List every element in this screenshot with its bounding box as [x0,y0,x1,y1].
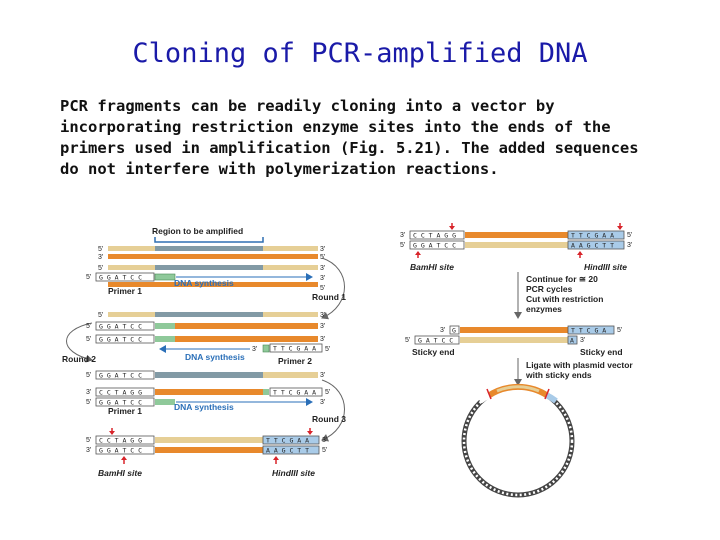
primer1-tail [95,272,155,282]
sticky-end-label-right: Sticky end [580,347,623,357]
region-bracket [154,237,264,243]
plasmid-vector [461,383,575,498]
svg-text:5': 5' [617,327,622,334]
svg-text:5': 5' [400,242,405,249]
slide-body-text: PCR fragments can be readily cloning int… [60,97,639,178]
svg-text:3': 3' [98,254,103,261]
round2-label: Round 2 [62,354,96,364]
svg-text:G G A T C C: G G A T C C [99,323,142,331]
svg-text:A: A [570,337,574,345]
svg-text:5': 5' [98,312,103,319]
svg-text:5': 5' [86,274,91,281]
dna-synthesis-label-2: DNA synthesis [185,352,245,362]
right-bamhi-label: BamHI site [410,262,454,272]
svg-text:3': 3' [320,336,325,343]
hindiii-site-label: HindIII site [272,468,315,478]
svg-text:T T C G A A: T T C G A A [273,345,316,353]
svg-text:3': 3' [400,232,405,239]
svg-text:3': 3' [320,312,325,319]
svg-text:5': 5' [627,232,632,239]
left-panel: Region to be amplified 5' 3' 3' 5' 5' 3'… [62,226,346,478]
round3-group: 3' C C T A G G T T C G A A 5' 5' G G A T… [86,379,346,442]
svg-text:5': 5' [405,337,410,344]
svg-text:3': 3' [580,337,585,344]
step1-text: Continue for ≅ 20 PCR cycles Cut with re… [526,274,606,314]
svg-text:C C T A G G: C C T A G G [99,389,142,397]
round1-label: Round 1 [312,292,346,302]
final-product: 5' C C T A G G T T C G A A 3' 3' G G A T… [86,428,327,478]
svg-text:C C T A G G: C C T A G G [413,232,456,240]
svg-text:T T C G A A: T T C G A A [273,389,316,397]
svg-text:A A G C T T: A A G C T T [266,447,309,455]
round2-product: 5' G G A T C C 3' [86,370,325,380]
right-hindiii-label: HindIII site [584,262,627,272]
svg-text:G G A T C C: G G A T C C [413,242,456,250]
svg-text:3': 3' [86,447,91,454]
svg-text:3': 3' [320,265,325,272]
primer2 [262,344,270,353]
svg-text:5': 5' [98,265,103,272]
dna-synthesis-label-1: DNA synthesis [174,278,234,288]
round3-label: Round 3 [312,414,346,424]
svg-text:3': 3' [320,275,325,282]
svg-text:3': 3' [86,389,91,396]
svg-text:G G A T C C: G G A T C C [99,372,142,380]
sticky-end-product: 3' G T T C G A 5' 5' G A T C C A 3' Stic… [405,325,623,357]
primer1 [154,273,176,281]
round1-group: 5' 3' 5' G G A T C C 3' 5' Primer 1 DNA … [86,257,346,320]
right-panel: 3' C C T A G G T T C G A A 5' 5' G G A T… [400,223,635,498]
svg-text:5': 5' [320,254,325,261]
step2-text: Ligate with plasmid vector with sticky e… [525,360,635,380]
slide-title: Cloning of PCR-amplified DNA [132,38,588,69]
svg-text:T T C G A A: T T C G A A [571,232,614,240]
svg-text:3': 3' [322,437,327,444]
svg-text:A A G C T T: A A G C T T [571,242,614,250]
svg-text:3': 3' [252,346,257,353]
svg-text:3': 3' [320,323,325,330]
svg-text:G G A T C C: G G A T C C [99,274,142,282]
svg-text:3': 3' [320,372,325,379]
svg-text:3': 3' [320,246,325,253]
svg-text:3': 3' [440,327,445,334]
svg-text:3': 3' [627,242,632,249]
svg-text:T T C G A: T T C G A [571,327,606,335]
primer2-label: Primer 2 [278,356,312,366]
region-label: Region to be amplified [152,226,243,236]
svg-text:5': 5' [98,246,103,253]
dna-synthesis-label-3: DNA synthesis [174,402,234,412]
svg-text:G G A T C C: G G A T C C [99,447,142,455]
pcr-product: 3' C C T A G G T T C G A A 5' 5' G G A T… [400,223,632,272]
sticky-end-label-left: Sticky end [412,347,455,357]
svg-text:5': 5' [86,399,91,406]
primer2-tail [269,343,323,353]
svg-text:5': 5' [320,285,325,292]
round2-group: Round 2 5' G G A T C C 3' 3' T T C G A A… [62,322,330,366]
svg-text:5': 5' [86,336,91,343]
svg-text:G G A T C C: G G A T C C [99,336,142,344]
primer1-label: Primer 1 [108,286,142,296]
svg-text:G G A T C C: G G A T C C [99,399,142,407]
svg-text:C C T A G G: C C T A G G [99,437,142,445]
svg-text:G A T C C: G A T C C [418,337,453,345]
svg-text:5': 5' [86,323,91,330]
svg-text:G: G [452,327,456,335]
svg-text:T T C G A A: T T C G A A [266,437,309,445]
primer1-label-2: Primer 1 [108,406,142,416]
bamhi-site-label: BamHI site [98,468,142,478]
svg-text:5': 5' [322,447,327,454]
svg-text:5': 5' [325,346,330,353]
svg-text:5': 5' [86,372,91,379]
round1-product: 5' 3' 5' G G A T C C 3' [86,312,325,331]
template-duplex: 5' 3' 3' 5' [98,246,325,261]
svg-text:5': 5' [325,389,330,396]
svg-text:3': 3' [320,399,325,406]
svg-text:5': 5' [86,437,91,444]
